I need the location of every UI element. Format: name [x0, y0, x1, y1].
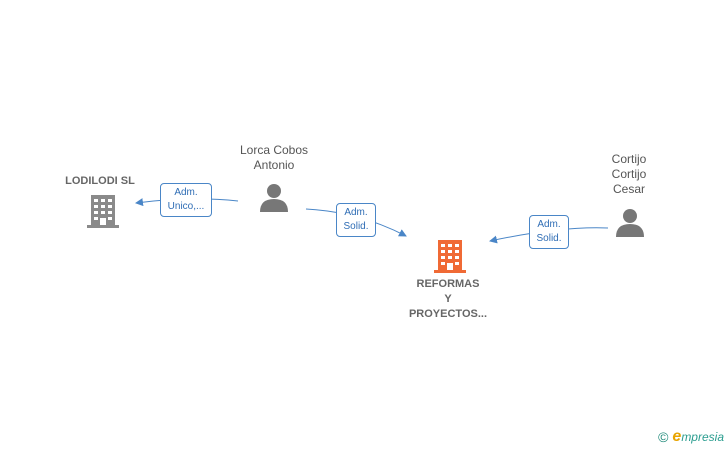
edge-label-lorca-lodilodi[interactable]: Adm. Unico,...: [160, 183, 212, 217]
brand-logo: © e mpresia: [658, 428, 724, 446]
building-icon[interactable]: [434, 240, 466, 273]
copyright-icon: ©: [658, 429, 669, 445]
edge-label-lorca-reformas[interactable]: Adm. Solid.: [336, 203, 376, 237]
person-icon[interactable]: [260, 184, 288, 212]
node-label-cortijo[interactable]: Cortijo Cortijo Cesar: [611, 152, 647, 196]
node-label-lodilodi[interactable]: LODILODI SL: [65, 175, 135, 187]
brand-name: mpresia: [681, 430, 724, 444]
edge-label-cortijo-reformas[interactable]: Adm. Solid.: [529, 215, 569, 249]
person-icon[interactable]: [616, 209, 644, 237]
node-label-lorca[interactable]: Lorca Cobos Antonio: [239, 143, 309, 172]
building-icon[interactable]: [87, 195, 119, 228]
node-label-reformas[interactable]: REFORMAS Y PROYECTOS...: [408, 278, 488, 320]
brand-initial: e: [672, 428, 682, 445]
